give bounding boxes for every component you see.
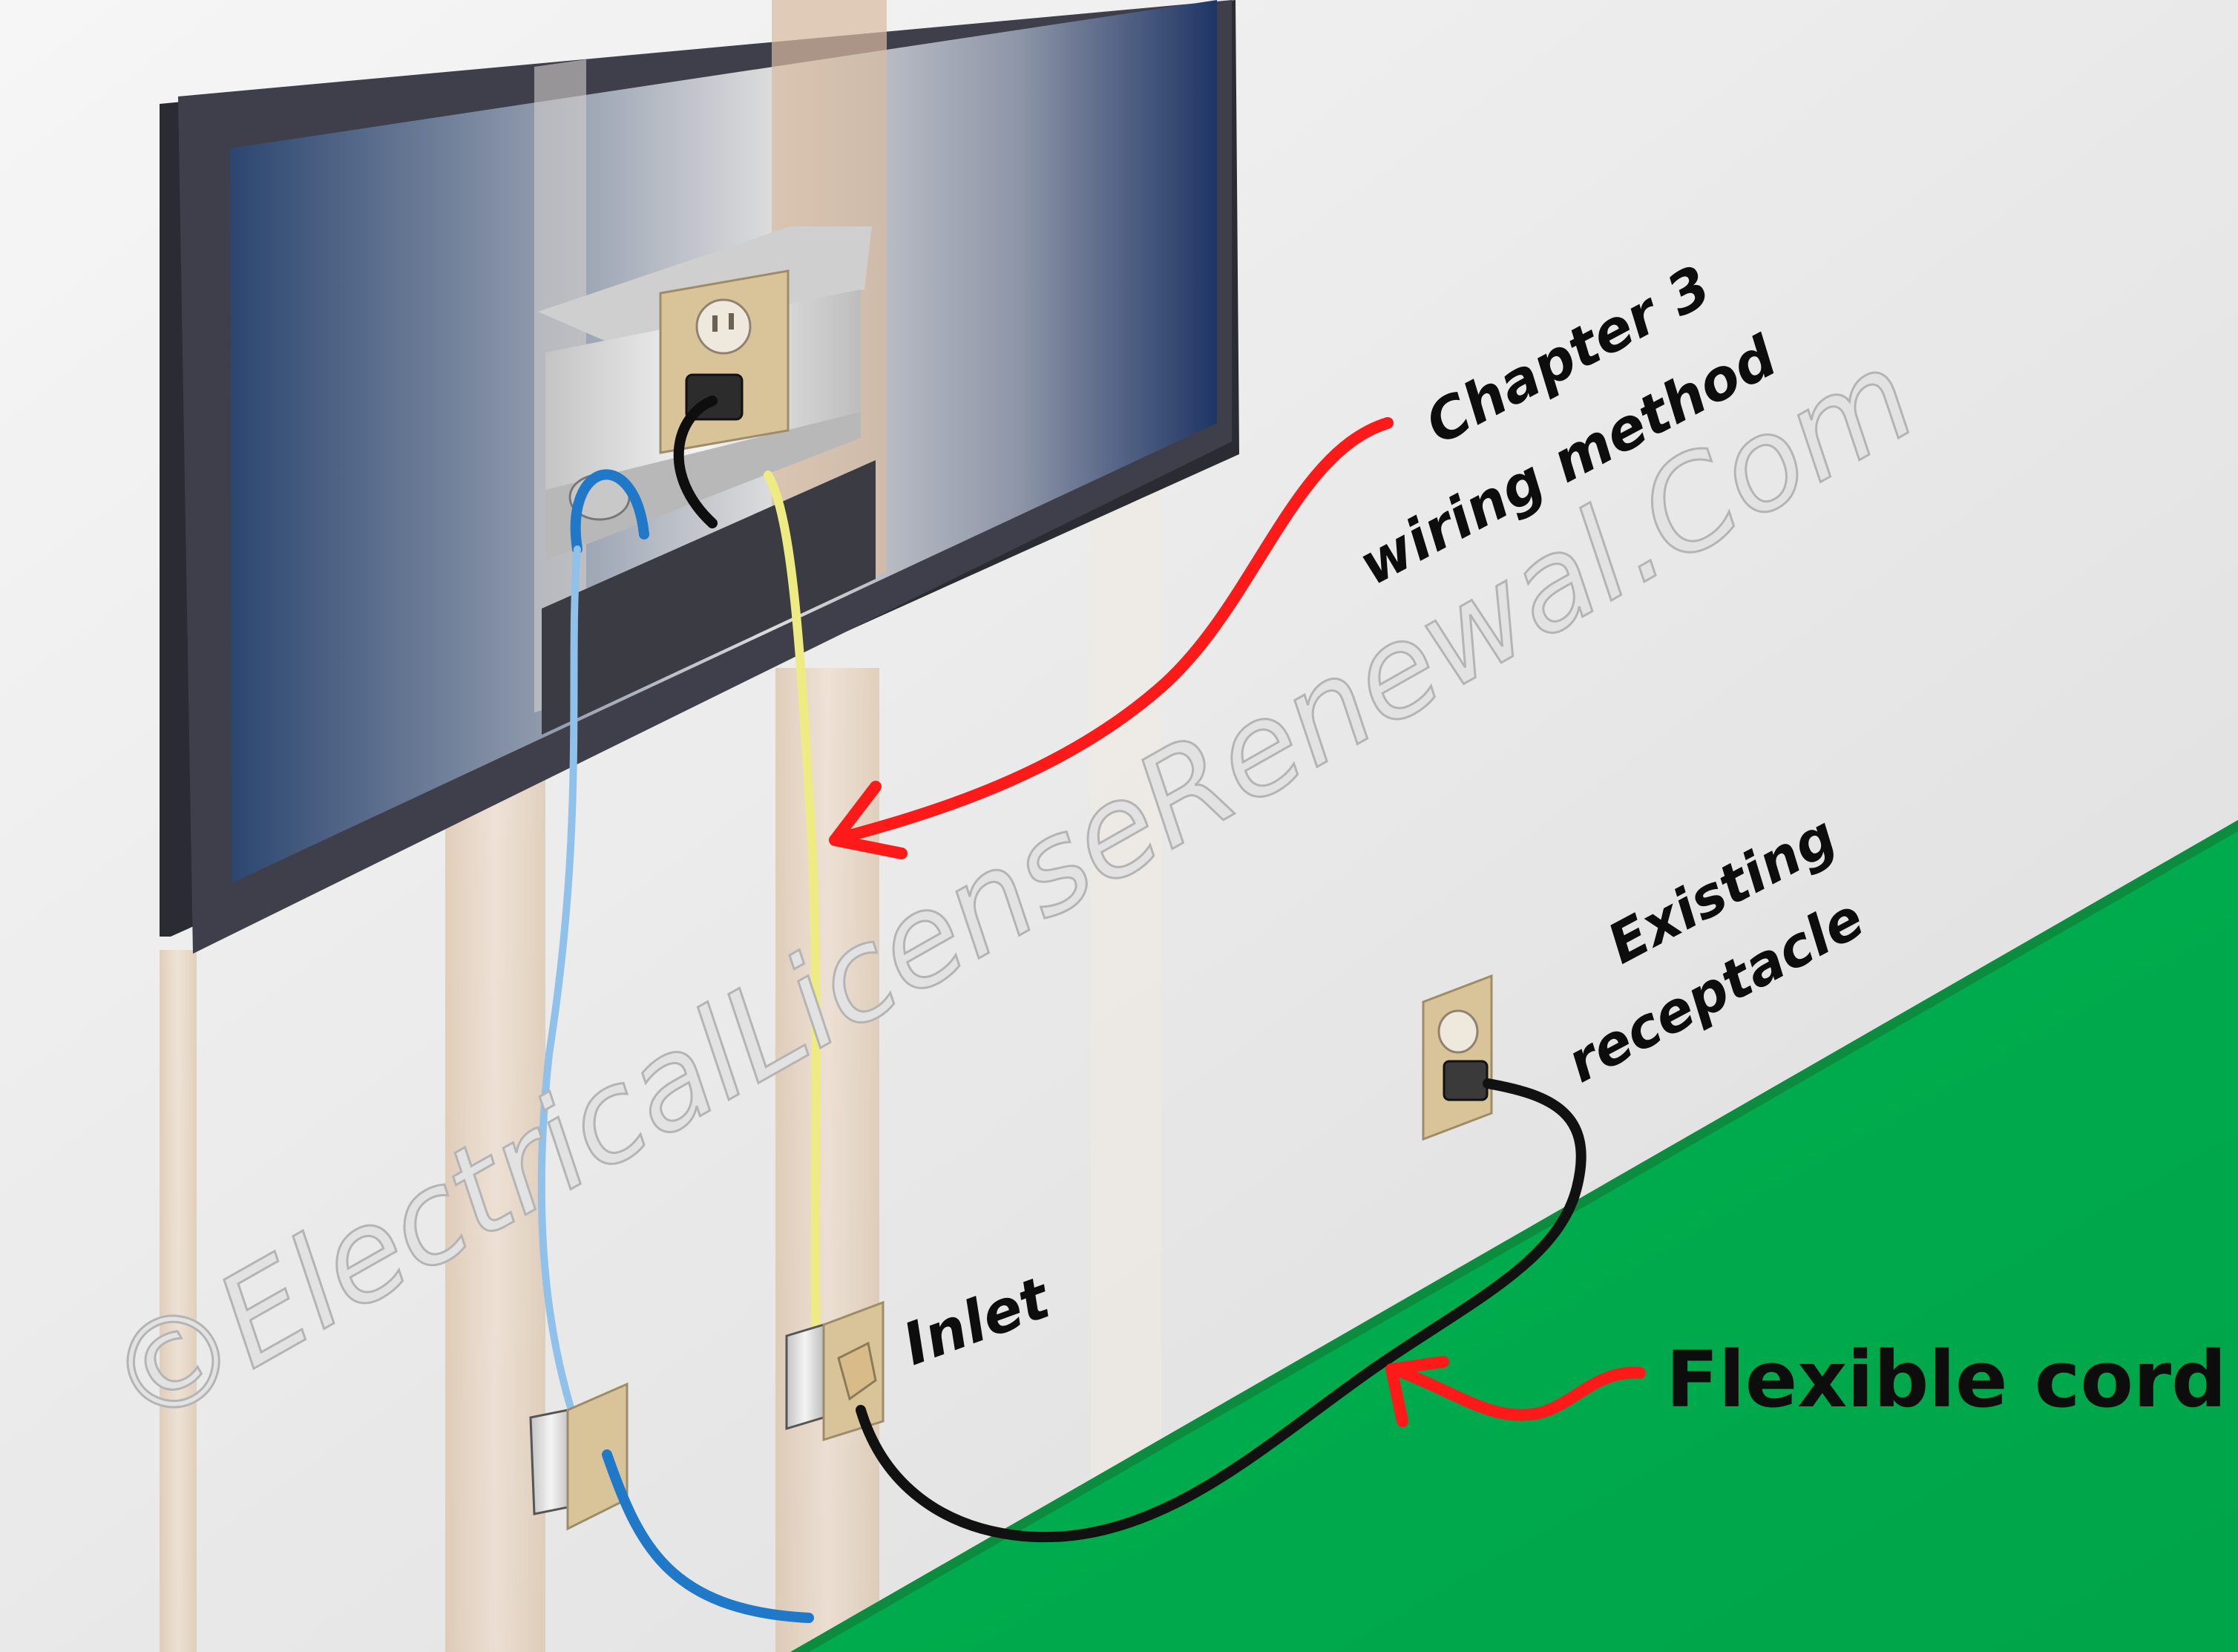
- recessed-box-bottom: [545, 412, 861, 560]
- lower-box-side: [529, 1409, 573, 1515]
- existing-receptacle: [1422, 974, 1493, 1141]
- existing-receptacle-plate: [1422, 974, 1493, 1141]
- tv-receptacle-slot-b: [729, 313, 734, 330]
- tv-cover-plate: [542, 460, 876, 735]
- tv-receptacle-outlet: [695, 298, 752, 355]
- arrow-flexible-head: [1385, 1356, 1449, 1427]
- blue-cable-upper: [570, 469, 649, 554]
- tv: [160, 0, 1239, 954]
- tv-receptacle-plate: [659, 269, 790, 454]
- arrow-chapter3: [833, 417, 1394, 845]
- yellow-cable-run: [764, 471, 821, 1333]
- blue-cable-exposed: [602, 1449, 814, 1623]
- existing-receptacle-plug: [1443, 1060, 1489, 1101]
- stud-center-right: [775, 668, 879, 1652]
- blue-cable-run: [537, 545, 581, 1414]
- inlet-box-side: [785, 1322, 825, 1431]
- inlet-flap: [837, 1341, 877, 1401]
- existing-receptacle-outlet: [1437, 1009, 1479, 1054]
- inlet: [785, 1300, 885, 1442]
- arrows: [829, 417, 1646, 1427]
- wall-baseline: [790, 820, 2238, 1652]
- behind-wall-cables: [537, 396, 821, 1414]
- tv-receptacle-slot-a: [712, 315, 718, 332]
- stud-left: [160, 950, 197, 1652]
- black-cord-tv: [673, 396, 718, 528]
- arrow-chapter3-head: [829, 781, 908, 859]
- label-flexible-cord: Flexible cord: [1666, 1334, 2227, 1425]
- lower-box: [529, 1382, 814, 1623]
- stud-center-left: [445, 742, 545, 1652]
- arrow-flexible: [1389, 1363, 1646, 1421]
- flexible-cord: [856, 1078, 1586, 1543]
